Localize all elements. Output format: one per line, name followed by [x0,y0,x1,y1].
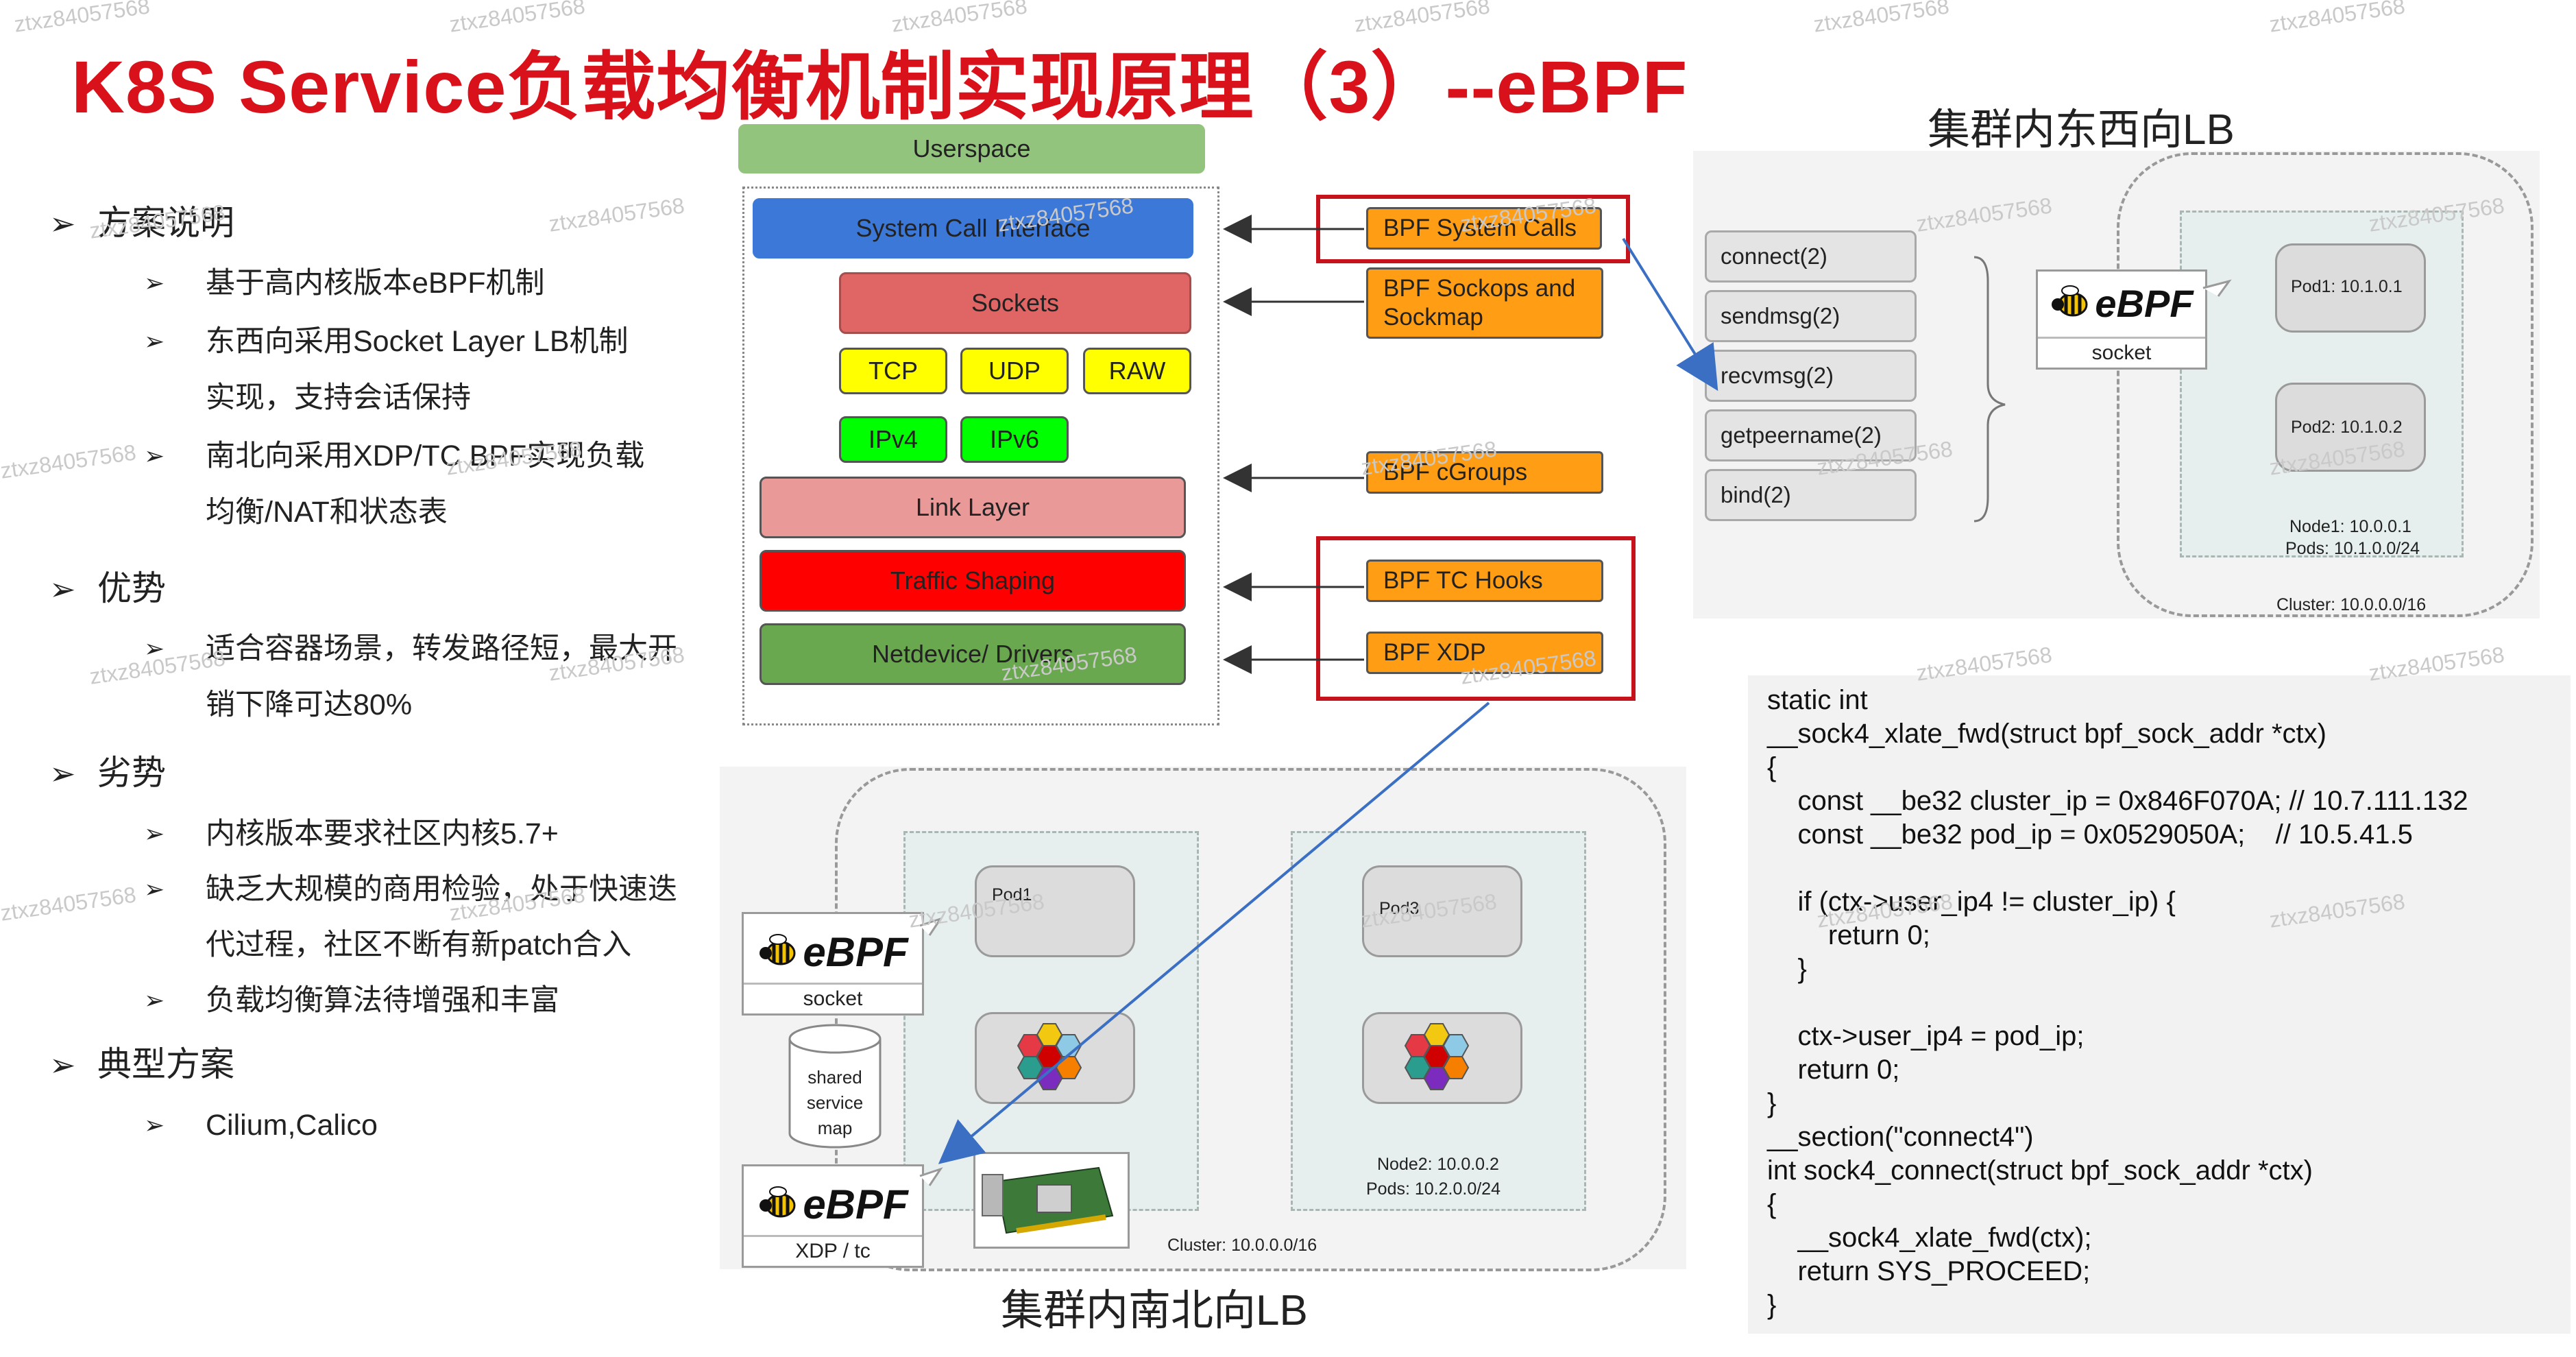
highlight-frame-tc-xdp [1316,536,1636,701]
page-title: K8S Service负载均衡机制实现原理（3）--eBPF [71,45,1688,128]
syscall-connect: connect(2) [1705,230,1917,283]
ns-xdp-ebpf-box: eBPF XDP / tc [742,1164,924,1268]
traffic-shaping-box: Traffic Shaping [760,550,1186,612]
bpf-sockops-hook: BPF Sockops and Sockmap [1366,267,1603,339]
north-south-cluster-label: Cluster: 10.0.0.0/16 [1167,1236,1317,1255]
bee-icon [2050,284,2092,322]
ns-socket-label: socket [744,983,922,1013]
bullet-item-continuation: 代过程，社区不断有新patch合入 [206,928,632,961]
cilium-hex-icon [1013,1020,1093,1092]
link-layer-box: Link Layer [760,477,1186,538]
east-west-cluster-outline [2117,152,2534,617]
raw-box: RAW [1083,348,1191,394]
section-heading-plan: ➢方案说明 [49,204,234,242]
ebpf-socket-label: socket [2038,337,2205,368]
ns-pod3-box: Pod3 [1362,865,1522,957]
code-block: static int __sock4_xlate_fwd(struct bpf_… [1748,675,2571,1334]
syscall-bind: bind(2) [1705,469,1917,521]
bpf-tc-hooks: BPF TC Hooks [1366,560,1603,602]
section-heading-typical: ➢典型方案 [49,1045,234,1083]
bullet-item: ➢适合容器场景，转发路径短，最大开 [144,632,677,665]
ebpf-logo: eBPF [2038,273,2205,333]
shared-service-map-icon: shared service map [787,1024,883,1151]
section-heading-advantages: ➢优势 [49,569,166,608]
bullet-item: ➢缺乏大规模的商用检验，处于快速迭 [144,873,677,906]
map-line: shared [807,1067,862,1088]
north-south-caption: 集群内南北向LB [1001,1287,1308,1334]
tcp-box: TCP [839,348,947,394]
bpf-xdp-hook: BPF XDP [1366,632,1603,674]
bpf-cgroups-hook: BPF cGroups [1366,451,1603,494]
kernel-dotted-frame [742,187,1219,725]
map-line: service [806,1092,864,1113]
udp-box: UDP [960,348,1069,394]
bullet-item-continuation: 均衡/NAT和状态表 [206,496,448,529]
north-south-cluster-outline [835,768,1666,1271]
sockets-box: Sockets [839,272,1191,334]
bullet-item-continuation: 销下降可达80% [206,688,413,721]
syscall-getpeername: getpeername(2) [1705,409,1917,461]
map-line: map [817,1118,853,1138]
syscall-recvmsg: recvmsg(2) [1705,350,1917,402]
bullet-item: ➢东西向采用Socket Layer LB机制 [144,325,629,358]
bullet-item: ➢基于高内核版本eBPF机制 [144,267,545,300]
east-west-cluster-label: Cluster: 10.0.0.0/16 [2276,595,2427,614]
system-call-interface-box: System Call Interface [753,198,1193,259]
ns-xdp-label: XDP / tc [744,1235,922,1266]
east-west-caption: 集群内东西向LB [1928,106,2235,154]
bullet-item: ➢南北向采用XDP/TC BPF实现负载 [144,440,645,472]
ebpf-logo: eBPF [744,1173,922,1235]
bullet-item-continuation: 实现，支持会话保持 [206,381,471,414]
ipv6-box: IPv6 [960,416,1069,463]
bee-icon [757,933,800,971]
east-west-ebpf-box: eBPF socket [2036,269,2207,370]
userspace-box: Userspace [738,124,1205,173]
ebpf-logo: eBPF [744,921,922,983]
node1-label: Node1: 10.0.0.1 [2289,517,2411,536]
bullet-item: ➢内核版本要求社区内核5.7+ [144,817,559,850]
node2-pods-label: Pods: 10.2.0.0/24 [1366,1179,1500,1199]
node2-label: Node2: 10.0.0.2 [1377,1155,1499,1174]
bpf-system-calls-hook: BPF System Calls [1366,207,1602,250]
pod1-box: Pod1: 10.1.0.1 [2275,243,2426,333]
cilium-hex-icon [1400,1020,1480,1092]
bullet-item: ➢Cilium,Calico [144,1109,378,1142]
ns-socket-ebpf-box: eBPF socket [742,912,924,1016]
bee-icon [757,1185,800,1223]
ipv4-box: IPv4 [839,416,947,463]
syscall-sendmsg: sendmsg(2) [1705,290,1917,342]
ns-pod1-box: Pod1 [975,865,1135,957]
section-heading-disadvantages: ➢劣势 [49,754,166,792]
bullet-item: ➢负载均衡算法待增强和丰富 [144,984,559,1017]
node1-pods-label: Pods: 10.1.0.0/24 [2285,539,2420,558]
nic-card-image [973,1152,1130,1249]
pod2-box: Pod2: 10.1.0.2 [2275,383,2426,472]
netdevice-drivers-box: Netdevice/ Drivers [760,623,1186,685]
